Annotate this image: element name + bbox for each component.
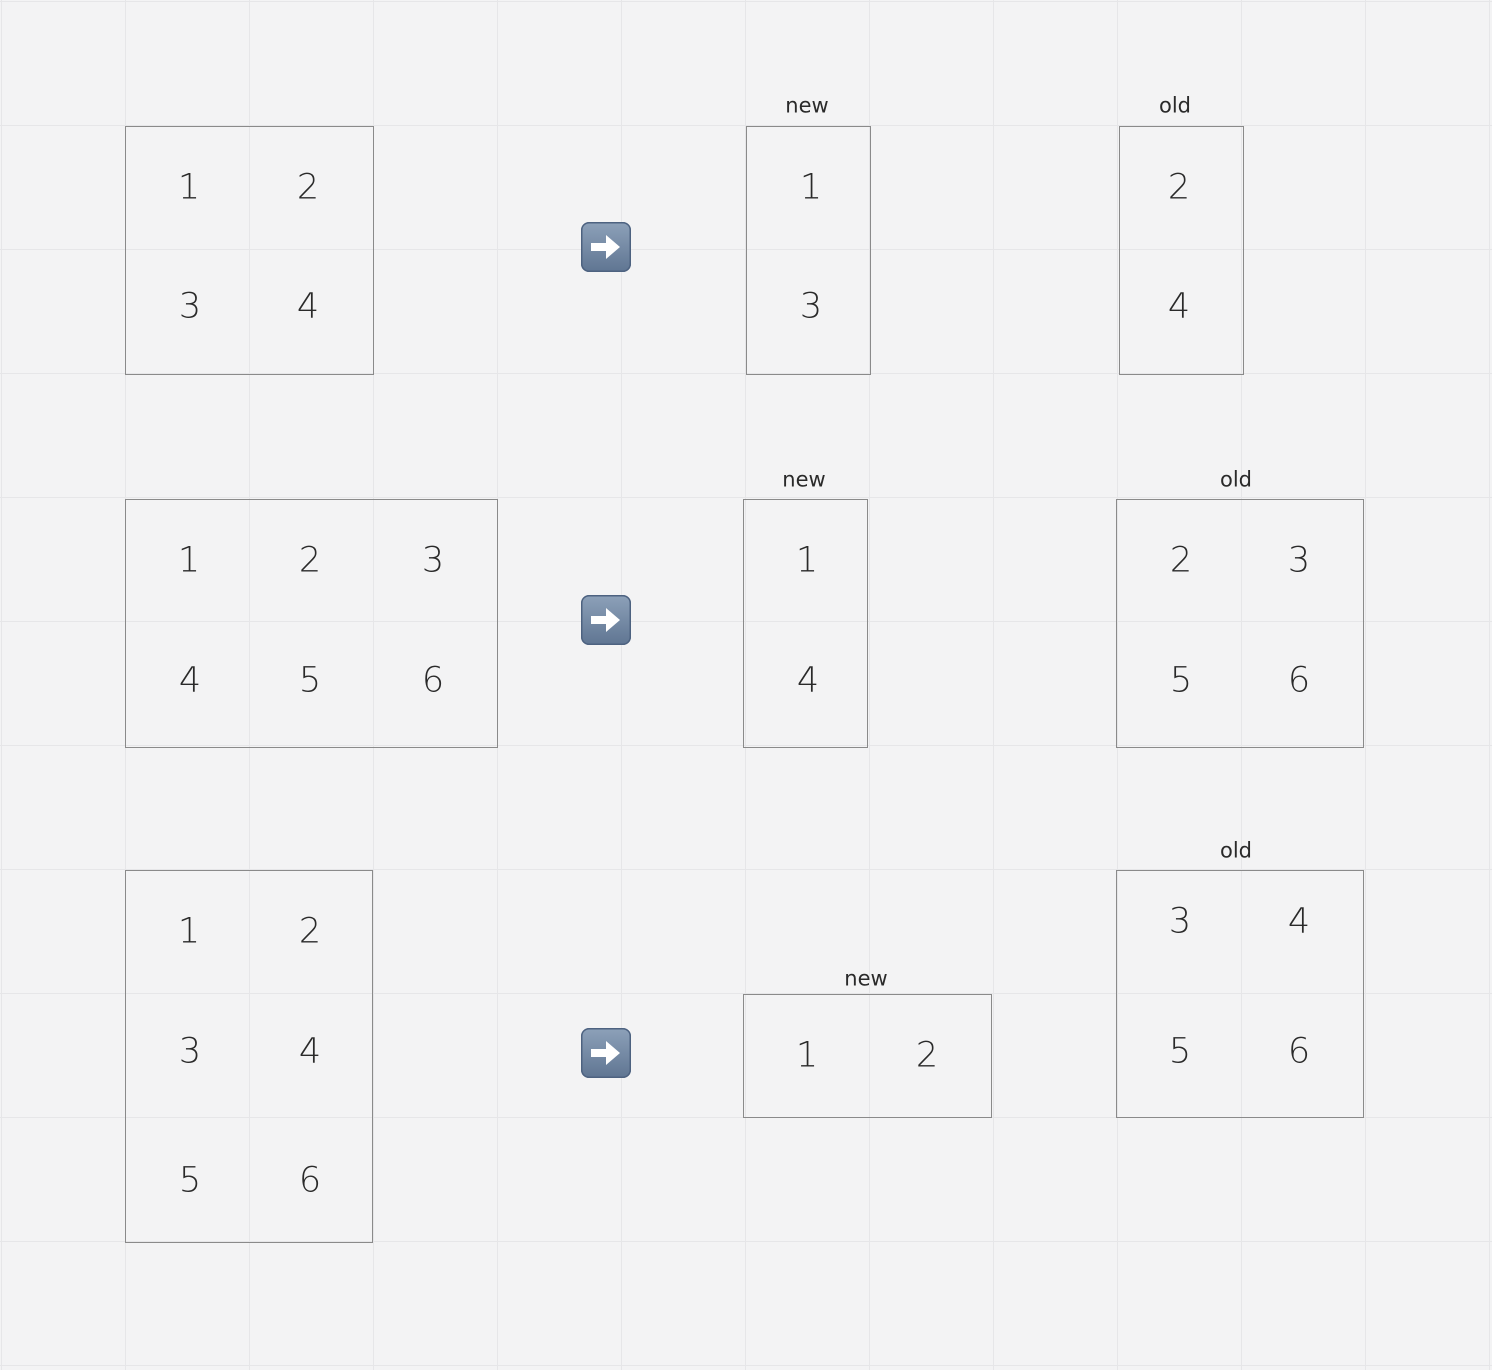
grid-cell: 1 <box>795 1035 819 1076</box>
grid-cell: 3 <box>799 286 823 327</box>
new-label: new <box>844 966 888 991</box>
grid-cell: 2 <box>1169 540 1193 581</box>
grid-cell: 1 <box>177 911 201 952</box>
grid-cell: 5 <box>178 1160 202 1201</box>
grid-cell: 2 <box>1167 167 1191 208</box>
grid-cell: 2 <box>296 167 320 208</box>
right-arrow-icon <box>581 222 631 272</box>
grid-cell: 2 <box>298 911 322 952</box>
grid-cell: 6 <box>421 660 445 701</box>
source-grid-3 <box>125 870 373 1243</box>
grid-cell: 3 <box>1168 901 1192 942</box>
grid-cell: 6 <box>1287 660 1311 701</box>
grid-cell: 6 <box>1287 1031 1311 1072</box>
grid-cell: 3 <box>421 540 445 581</box>
grid-cell: 4 <box>178 660 202 701</box>
new-grid-1 <box>746 126 871 375</box>
right-arrow-icon <box>581 1028 631 1078</box>
new-label: new <box>782 467 826 492</box>
grid-cell: 4 <box>1287 901 1311 942</box>
old-label: old <box>1219 838 1253 863</box>
new-grid-2 <box>743 499 868 748</box>
old-grid-1 <box>1119 126 1244 375</box>
grid-cell: 2 <box>298 540 322 581</box>
source-grid-2 <box>125 499 498 748</box>
grid-cell: 3 <box>1287 540 1311 581</box>
grid-cell: 4 <box>796 660 820 701</box>
grid-cell: 5 <box>298 660 322 701</box>
grid-cell: 3 <box>178 286 202 327</box>
new-label: new <box>785 93 829 118</box>
grid-cell: 4 <box>296 286 320 327</box>
grid-cell: 2 <box>915 1035 939 1076</box>
grid-cell: 3 <box>178 1031 202 1072</box>
grid-cell: 1 <box>177 540 201 581</box>
grid-cell: 4 <box>298 1031 322 1072</box>
grid-cell: 1 <box>177 167 201 208</box>
source-grid-1 <box>125 126 374 375</box>
grid-cell: 5 <box>1168 1031 1192 1072</box>
old-grid-3 <box>1116 870 1364 1118</box>
old-grid-2 <box>1116 499 1364 748</box>
grid-cell: 6 <box>298 1160 322 1201</box>
new-grid-3 <box>743 994 992 1118</box>
grid-cell: 1 <box>795 540 819 581</box>
grid-cell: 1 <box>799 167 823 208</box>
grid-cell: 4 <box>1167 286 1191 327</box>
right-arrow-icon <box>581 595 631 645</box>
grid-cell: 5 <box>1169 660 1193 701</box>
old-label: old <box>1158 93 1192 118</box>
old-label: old <box>1219 467 1253 492</box>
